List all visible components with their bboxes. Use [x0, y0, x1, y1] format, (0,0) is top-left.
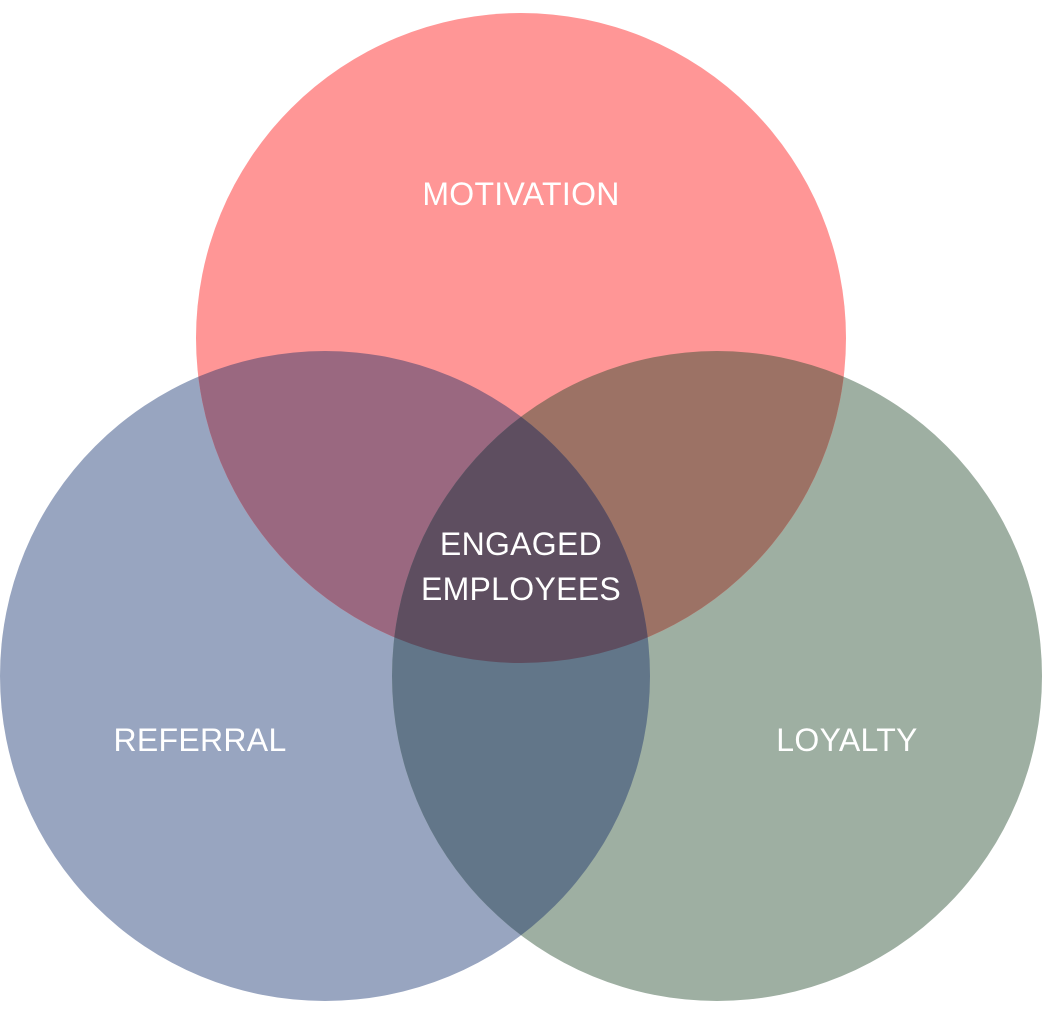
referral-label: REFERRAL [113, 722, 286, 758]
center-label-line1: ENGAGED [440, 526, 602, 562]
center-overlap [392, 351, 650, 663]
center-label-line2: EMPLOYEES [421, 571, 621, 607]
motivation-label: MOTIVATION [422, 176, 619, 212]
loyalty-label: LOYALTY [776, 722, 917, 758]
